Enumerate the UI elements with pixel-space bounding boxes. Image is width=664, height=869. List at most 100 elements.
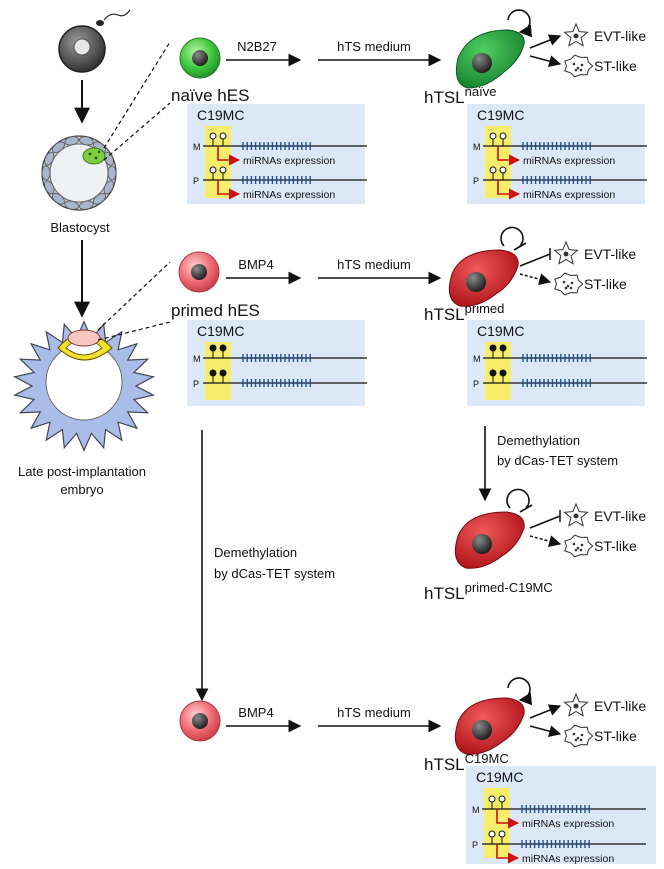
methylated-cpg: [209, 369, 217, 377]
loop-arc: [506, 488, 530, 509]
late-embryo-label-line2: embryo: [60, 482, 103, 497]
htsl-c19mc-label: hTSLC19MC: [424, 751, 509, 775]
unmethylated-cpg: [209, 132, 217, 140]
maternal-allele-label: M: [193, 354, 201, 364]
hts-medium-label-3: hTS medium: [337, 705, 411, 720]
unmethylated-cpg: [499, 166, 507, 174]
st-nucleus-dot: [579, 738, 583, 742]
evt-differentiation-arrow: [529, 704, 562, 719]
st-weak-arrow: [519, 273, 552, 286]
self-renewal-inhibited-loop: [500, 226, 527, 251]
methylated-cpg: [209, 344, 217, 352]
methylated-cpg: [219, 369, 227, 377]
htsl-primed-cell-icon: [448, 249, 519, 307]
st-nucleus-dot: [574, 548, 578, 552]
htsl-naive-label: hTSLnaïve: [424, 84, 496, 108]
st-nucleus-dot: [580, 733, 584, 737]
self-renewal-loop-c19mc: [507, 677, 533, 706]
maternal-allele-label: M: [473, 142, 481, 152]
st-like-cell-icon: [554, 272, 584, 296]
st-like-label: ST-like: [594, 728, 637, 744]
st-like-label: ST-like: [584, 276, 627, 292]
expression-arrow: [497, 146, 521, 166]
st-differentiation-arrow: [529, 55, 562, 68]
mirna-expression-label: miRNAs expression: [522, 853, 614, 865]
c19mc-panel: C19MC M P: [187, 320, 367, 406]
htsl-primed-c19mc-cell-icon: [454, 511, 525, 569]
naive-hes-cell-icon: [179, 37, 221, 79]
st-differentiation-arrow: [529, 725, 562, 738]
st-like-label: ST-like: [594, 538, 637, 554]
inhibition-bar: [519, 504, 533, 513]
inhibition-bar: [513, 242, 527, 251]
expression-arrow: [496, 844, 520, 864]
unmethylated-cpg: [498, 830, 506, 838]
unmethylated-cpg: [488, 795, 496, 803]
maternal-allele-label: M: [472, 805, 480, 815]
paternal-allele-label: P: [472, 840, 478, 850]
paternal-allele-label: P: [473, 176, 479, 186]
htsl-primed-c19mc-label: hTSLprimed-C19MC: [424, 580, 553, 604]
self-renewal-inhibited-loop: [506, 488, 533, 513]
evt-like-label: EVT-like: [594, 698, 646, 714]
hts-medium-label-2: hTS medium: [337, 257, 411, 272]
bmp4-label-2: BMP4: [238, 705, 273, 720]
paternal-allele-label: P: [193, 379, 199, 389]
self-renewal-loop-naive: [507, 9, 533, 38]
c19mc-panel-title: C19MC: [197, 323, 244, 339]
st-nucleus-dot: [572, 542, 576, 546]
expression-arrow: [497, 180, 521, 200]
demethylation-left-line1: Demethylation: [214, 545, 297, 560]
st-nucleus-dot: [580, 63, 584, 67]
demethylation-left-line2: by dCas-TET system: [214, 566, 335, 581]
st-nucleus-dot: [576, 546, 580, 550]
n2b27-label: N2B27: [237, 39, 277, 54]
dashed-guides: [97, 41, 171, 341]
unmethylated-cpg: [219, 132, 227, 140]
expression-arrow: [217, 146, 241, 166]
unmethylated-cpg: [488, 830, 496, 838]
st-nucleus-dot: [576, 66, 580, 70]
primed-hes-label: primed hES: [171, 301, 260, 320]
blastocyst-label: Blastocyst: [50, 220, 110, 235]
st-nucleus-dot: [579, 68, 583, 72]
evt-inhibition-line: [519, 253, 551, 267]
unmethylated-cpg: [489, 166, 497, 174]
htsl-primed-label: hTSLprimed: [424, 301, 504, 325]
maternal-allele-label: M: [473, 354, 481, 364]
c19mc-panel-title: C19MC: [477, 107, 524, 123]
maternal-allele-label: M: [193, 142, 201, 152]
mirna-expression-label: miRNAs expression: [523, 155, 615, 167]
demethylation-right-line2: by dCas-TET system: [497, 453, 618, 468]
mirna-expression-label: miRNAs expression: [243, 155, 335, 167]
unmethylated-cpg: [209, 166, 217, 174]
st-nucleus-dot: [566, 284, 570, 288]
hts-medium-label-1: hTS medium: [337, 39, 411, 54]
evt-differentiation-arrow: [529, 34, 562, 49]
unmethylated-cpg: [219, 166, 227, 174]
st-nucleus-dot: [564, 286, 568, 290]
htsl-naive-cell-icon: [455, 29, 525, 89]
st-nucleus-dot: [580, 543, 584, 547]
cpg-island-highlight: [205, 342, 231, 400]
demethylation-right-line1: Demethylation: [497, 433, 580, 448]
evt-inhibition-line: [529, 515, 561, 529]
late-embryo-label-line1: Late post-implantation: [18, 464, 146, 479]
methylated-cpg: [489, 369, 497, 377]
st-nucleus-dot: [570, 281, 574, 285]
c19mc-panel-title: C19MC: [477, 323, 524, 339]
evt-like-label: EVT-like: [584, 246, 636, 262]
c19mc-panel-title: C19MC: [197, 107, 244, 123]
methylated-cpg: [219, 344, 227, 352]
late-embryo-icon: [12, 320, 156, 452]
st-nucleus-dot: [569, 286, 573, 290]
